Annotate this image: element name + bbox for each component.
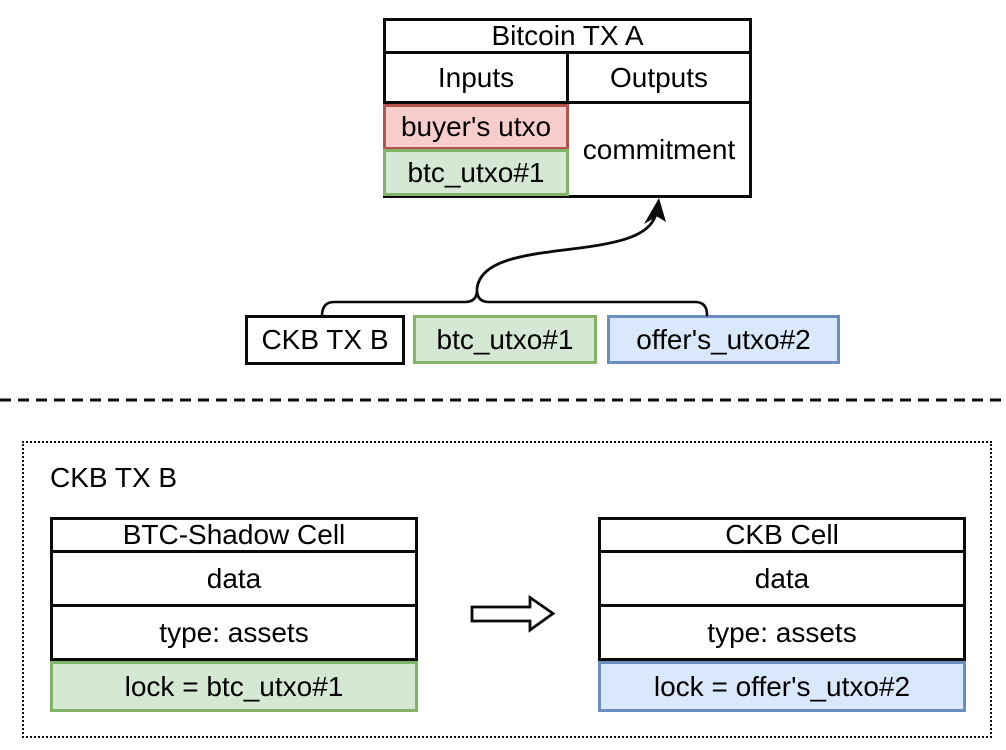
ckb-cell-divider-2 (601, 604, 963, 607)
btc-shadow-cell-title: BTC-Shadow Cell (122, 519, 346, 550)
btc-shadow-cell-lock-row: lock = btc_utxo#1 (50, 661, 418, 712)
ckb-cell-data-row: data (754, 562, 810, 594)
btc-shadow-cell-divider-1 (53, 550, 415, 553)
btc-utxo1-box: btc_utxo#1 (413, 315, 597, 364)
ckb-cell-lock-row: lock = offer's_utxo#2 (598, 661, 966, 712)
ckb-cell-divider-1 (601, 550, 963, 553)
commitment-arrow-curve (475, 211, 658, 291)
ckb-cell-type-row: type: assets (707, 616, 857, 648)
btc-shadow-cell-divider-2 (53, 604, 415, 607)
outputs-column-header: Outputs (609, 61, 709, 93)
ckb-cell-title: CKB Cell (725, 519, 839, 550)
commitment-arrowhead-icon (644, 198, 666, 224)
buyers-utxo-input-cell: buyer's utxo (383, 104, 569, 150)
btc-shadow-cell-data-row: data (206, 562, 262, 594)
commitment-output-cell: commitment (582, 133, 736, 165)
bitcoin-tx-a-header-divider (386, 51, 749, 54)
ckb-tx-b-container (22, 441, 992, 738)
inputs-column-header: Inputs (437, 61, 515, 93)
btc-shadow-cell-table (50, 517, 418, 661)
bitcoin-tx-a-title: Bitcoin TX A (491, 20, 644, 51)
grouping-brace-icon (320, 289, 709, 318)
btc-shadow-cell-type-row: type: assets (159, 616, 309, 648)
ckb-cell-table (598, 517, 966, 661)
ckb-tx-b-box: CKB TX B (245, 315, 405, 365)
offers-utxo2-box: offer's_utxo#2 (607, 315, 840, 364)
ckb-tx-b-section-title: CKB TX B (50, 462, 178, 493)
btc-utxo1-input-cell: btc_utxo#1 (383, 149, 569, 196)
